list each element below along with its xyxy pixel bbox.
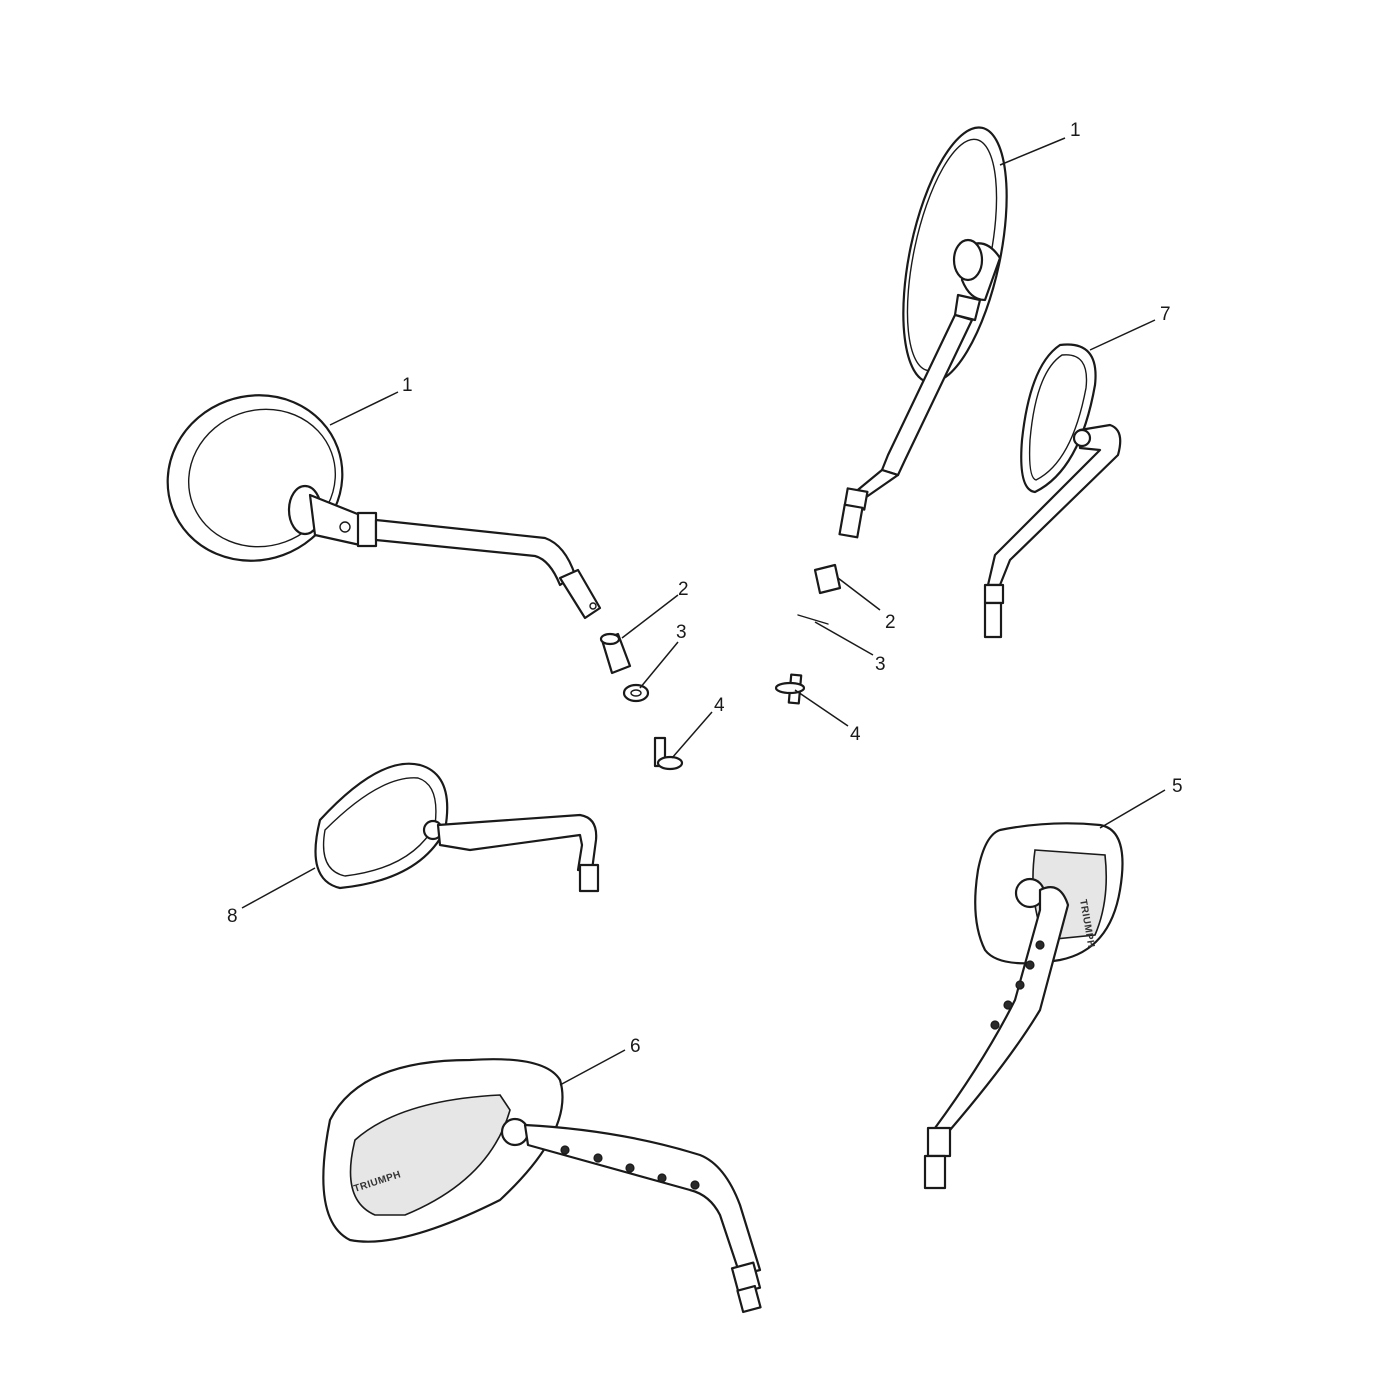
callout-3-left: 3 [676, 622, 687, 643]
callout-8: 8 [227, 906, 238, 927]
callout-1-upper-right: 1 [1070, 120, 1081, 141]
teardrop-mirror-7 [983, 343, 1122, 639]
callout-labels: 1 1 7 2 3 4 2 3 4 5 8 6 [227, 120, 1183, 1057]
callout-2-left: 2 [678, 579, 689, 600]
callout-5: 5 [1172, 776, 1183, 797]
hardware-set-right [774, 563, 842, 705]
callout-4-right: 4 [850, 724, 861, 745]
round-mirror-left [166, 394, 602, 620]
callout-6: 6 [630, 1036, 641, 1057]
callout-2-right: 2 [885, 612, 896, 633]
rectangular-mirror-6: TRIUMPH [322, 1058, 762, 1314]
leader-lines [241, 137, 1166, 1086]
teardrop-mirror-8 [314, 762, 600, 893]
callout-3-right: 3 [875, 654, 886, 675]
hardware-set-left [599, 632, 684, 771]
rectangular-mirror-5: TRIUMPH [923, 822, 1124, 1190]
callout-1-left: 1 [402, 375, 413, 396]
callout-7: 7 [1160, 304, 1171, 325]
callout-4-left: 4 [714, 695, 725, 716]
round-mirror-right [838, 126, 1008, 539]
